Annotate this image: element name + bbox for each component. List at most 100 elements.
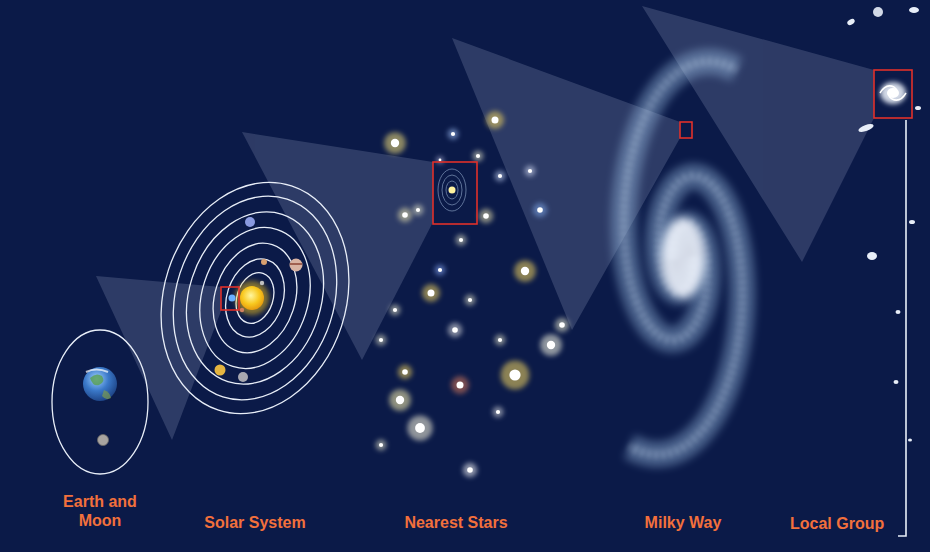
background-star <box>270 364 272 366</box>
background-star <box>70 0 72 2</box>
nearest-stars-picture-part <box>509 369 520 380</box>
scale-label: Milky Way <box>645 513 722 532</box>
background-star <box>578 361 580 363</box>
solar-system-picture-part <box>132 158 378 439</box>
nearest-stars-picture-part <box>479 209 493 223</box>
earth-moon-picture-part <box>102 390 111 399</box>
oval-shape <box>558 0 808 548</box>
background-star <box>658 406 661 409</box>
nearest-stars-picture-part <box>463 463 477 477</box>
background-star <box>415 152 416 153</box>
background-star <box>715 309 717 311</box>
background-star <box>898 159 901 162</box>
background-star <box>858 379 860 381</box>
background-star <box>575 398 576 399</box>
scale-oval: Nearest Stars <box>338 35 574 547</box>
background-star <box>7 118 9 120</box>
background-star <box>579 405 581 407</box>
background-star <box>214 461 216 463</box>
nearest-stars-picture-part <box>473 151 484 162</box>
background-star <box>835 453 836 454</box>
star <box>448 323 462 337</box>
star <box>456 235 467 246</box>
nearest-stars-picture-part <box>438 268 442 272</box>
earth-moon-picture <box>52 330 148 474</box>
background-star <box>672 495 674 497</box>
background-star <box>147 189 149 191</box>
background-star <box>477 326 479 328</box>
nearest-stars-picture-part <box>398 208 412 222</box>
background-star <box>226 134 228 136</box>
nearest-stars-picture-part <box>384 132 406 154</box>
star <box>390 305 401 316</box>
background-star <box>143 28 145 30</box>
background-star <box>37 367 40 370</box>
nearest-stars-picture-part <box>402 369 408 375</box>
solar-system-picture-part <box>238 372 248 382</box>
nearest-stars-picture-part <box>468 298 472 302</box>
nearest-stars-picture-part <box>379 338 383 342</box>
scale-oval: Milky Way <box>558 0 808 548</box>
star <box>376 440 387 451</box>
background-star <box>414 410 416 412</box>
background-star <box>677 484 679 486</box>
star <box>514 260 536 282</box>
scale-label: Earth and Moon <box>60 492 140 530</box>
sun-neighbourhood-part <box>438 169 466 211</box>
background-star <box>585 312 587 314</box>
background-star <box>462 17 464 19</box>
background-star <box>874 479 877 482</box>
background-star <box>266 223 268 225</box>
background-star <box>641 223 643 225</box>
background-star <box>857 445 858 446</box>
nearest-stars-picture-part <box>492 117 499 124</box>
background-star <box>677 487 679 489</box>
nearest-stars-picture-part <box>521 267 529 275</box>
background-star <box>764 233 766 235</box>
background-star <box>559 18 561 20</box>
background-star <box>644 495 645 496</box>
background-star <box>183 133 185 135</box>
background-star <box>861 5 864 8</box>
sun-neighbourhood-part <box>442 175 462 205</box>
background-star <box>43 312 45 314</box>
star <box>486 111 504 129</box>
solar-system-picture-part <box>221 287 239 310</box>
star <box>384 132 406 154</box>
background-star <box>511 484 513 486</box>
background-star <box>586 85 588 87</box>
scale-label: Solar System <box>204 513 305 532</box>
local-group-picture-part <box>873 7 883 17</box>
solar-system-picture-part <box>182 213 327 383</box>
star <box>422 284 440 302</box>
star <box>495 335 506 346</box>
background-star <box>508 474 510 476</box>
background-star <box>652 404 654 406</box>
nearest-stars-picture-part <box>476 154 480 158</box>
top-rule <box>0 0 930 3</box>
nearest-stars-picture-part <box>483 213 489 219</box>
background-star <box>33 460 35 462</box>
nearest-stars-picture-part <box>486 111 504 129</box>
local-group-picture-part <box>908 439 912 442</box>
background-star <box>648 29 650 31</box>
solar-system-picture-part <box>261 259 267 265</box>
solar-system-picture-part <box>240 308 244 312</box>
solar-system-picture <box>132 158 378 439</box>
background-star <box>878 406 880 408</box>
background-star <box>12 454 14 456</box>
background-star <box>231 472 233 474</box>
background-star <box>62 197 64 199</box>
background-star <box>362 107 364 109</box>
nearest-stars-picture-part <box>495 171 506 182</box>
background-star <box>633 24 635 26</box>
background-star <box>74 59 76 61</box>
background-star <box>914 262 915 263</box>
background-star <box>431 543 433 545</box>
group-bracket <box>898 120 906 536</box>
star <box>495 171 506 182</box>
star <box>465 295 476 306</box>
background-star <box>599 74 601 76</box>
earth-moon-picture-part <box>52 330 148 474</box>
